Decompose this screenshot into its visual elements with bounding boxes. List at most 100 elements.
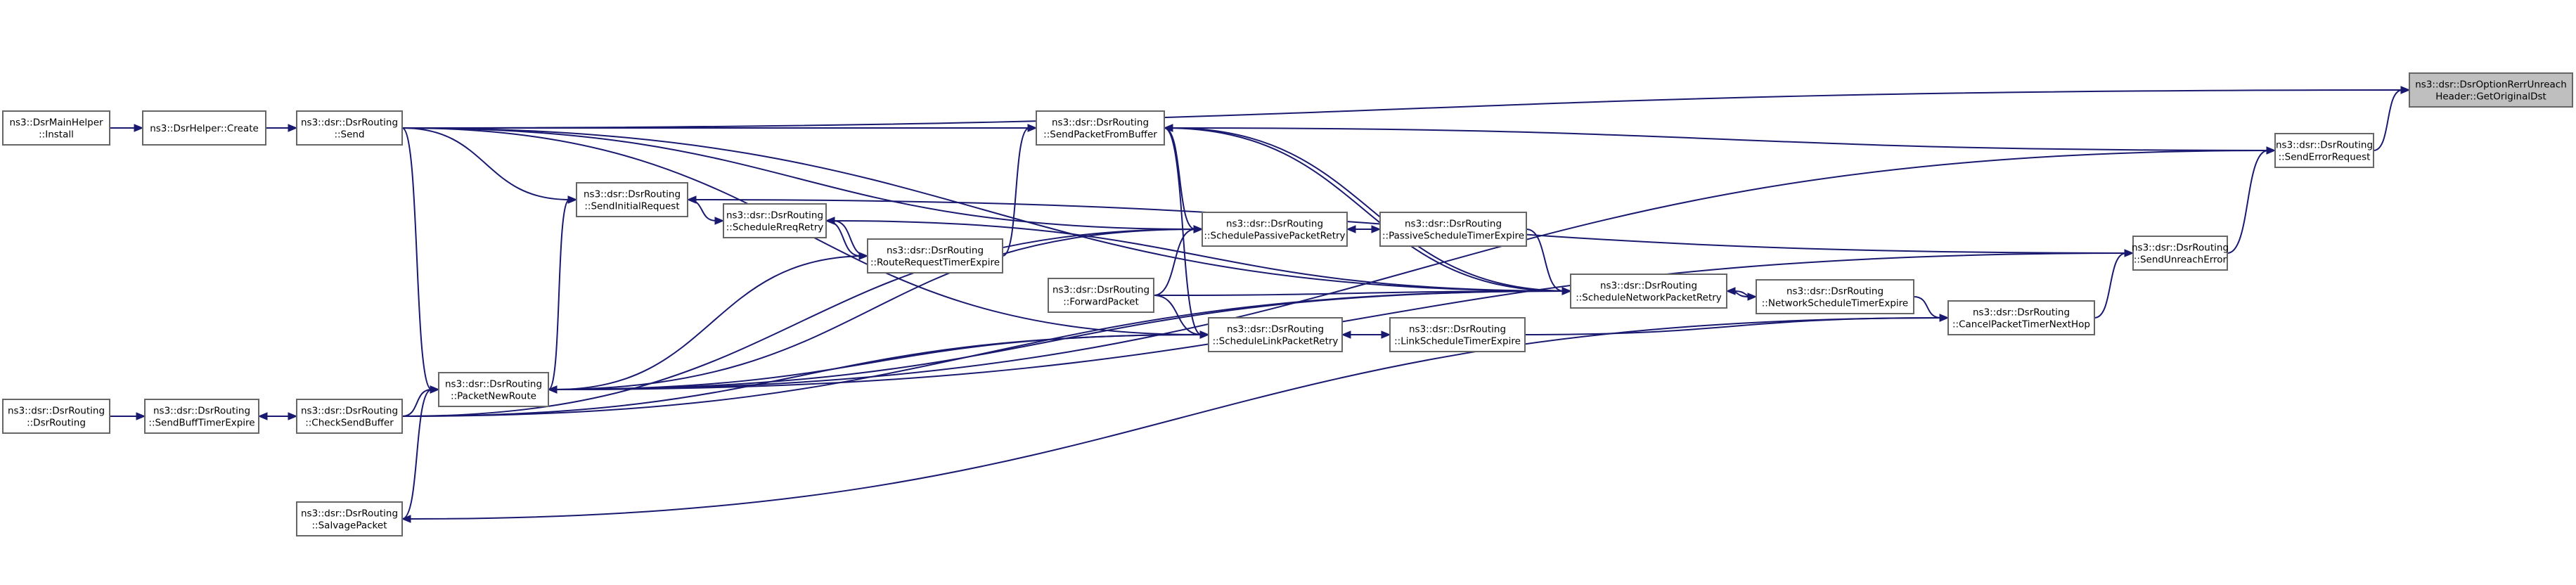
node-sendbufftimerexpire[interactable]: ns3::dsr::DsrRouting::SendBuffTimerExpir… <box>144 399 259 434</box>
edge-line <box>555 150 2276 390</box>
edge-checksendbuffer-to-schedulepassivepacketretry <box>401 225 1204 417</box>
node-box <box>1756 279 1914 314</box>
node-schedulenetworkpacketretry[interactable]: ns3::dsr::DsrRouting::ScheduleNetworkPac… <box>1570 274 1727 309</box>
node-packetnewroute[interactable]: ns3::dsr::DsrRouting::PacketNewRoute <box>438 372 549 407</box>
edge-arrowhead <box>714 217 725 225</box>
edge-line <box>1002 127 1030 257</box>
edge-line <box>1153 295 1202 335</box>
edge-cancelpackettimernexthop-to-salvagepacket <box>401 317 1949 523</box>
node-linkscheduletimerexpire[interactable]: ns3::dsr::DsrRouting::LinkScheduleTimerE… <box>1389 317 1526 352</box>
edge-checksendbuffer-to-schedulelinkpacketretry <box>401 330 1210 417</box>
node-passivescheduletimerexpire[interactable]: ns3::dsr::DsrRouting::PassiveScheduleTim… <box>1379 212 1527 247</box>
node-label-line: ::PassiveScheduleTimerExpire <box>1382 231 1524 242</box>
node-cancelpackettimernexthop[interactable]: ns3::dsr::DsrRouting::CancelPacketTimerN… <box>1947 300 2095 335</box>
node-box <box>2 110 110 146</box>
node-salvagepacket[interactable]: ns3::dsr::DsrRouting::SalvagePacket <box>296 501 403 536</box>
edge-line <box>401 127 1564 292</box>
nodes-layer: ns3::dsr::DsrOptionRerrUnreachHeader::Ge… <box>2 72 2573 536</box>
node-schedulereqretry[interactable]: ns3::dsr::DsrRouting::ScheduleRreqRetry <box>723 203 827 238</box>
node-networkscheduletimerexpire[interactable]: ns3::dsr::DsrRouting::NetworkScheduleTim… <box>1756 279 1914 314</box>
node-getoriginaldst[interactable]: ns3::dsr::DsrOptionRerrUnreachHeader::Ge… <box>2409 72 2573 108</box>
edge-linkscheduletimerexpire-to-cancelpackettimernexthop <box>1524 314 1950 335</box>
edge-send-to-sendpacketfrombuffer <box>402 124 1038 132</box>
edge-dsrmainhelperinstall-to-dsrhelpercreate <box>110 124 144 132</box>
edge-passivescheduletimerexpire-to-schedulenetworkpacketretry <box>1526 229 1572 295</box>
node-label-line: ns3::dsr::DsrRouting <box>301 406 398 417</box>
node-checksendbuffer[interactable]: ns3::dsr::DsrRouting::CheckSendBuffer <box>296 399 403 434</box>
node-label-line: ns3::DsrMainHelper <box>9 117 103 129</box>
edge-schedulenetworkpacketretry-to-sendpacketfrombuffer <box>1163 124 1571 292</box>
node-send[interactable]: ns3::dsr::DsrRouting::Send <box>296 110 403 146</box>
node-label-line: Header::GetOriginalDst <box>2435 91 2546 103</box>
node-label-line: ns3::dsr::DsrRouting <box>445 379 542 390</box>
node-box <box>1048 278 1154 313</box>
edge-line <box>401 334 1202 417</box>
edge-routerequesttimerexpire-to-sendpacketfrombuffer <box>1002 124 1038 257</box>
node-box <box>1202 212 1348 247</box>
node-label-line: ns3::dsr::DsrRouting <box>1226 219 1323 230</box>
edge-line <box>1153 229 1196 296</box>
edge-arrowhead <box>1346 225 1356 233</box>
edge-line <box>687 199 717 221</box>
edge-line <box>1171 127 1571 292</box>
node-label-line: ::SendInitialRequest <box>584 201 679 212</box>
edge-salvagepacket-to-packetnewroute <box>401 385 440 520</box>
node-schedulepassivepacketretry[interactable]: ns3::dsr::DsrRouting::SchedulePassivePac… <box>1202 212 1348 247</box>
node-schedulelinkpacketretry[interactable]: ns3::dsr::DsrRouting::ScheduleLinkPacket… <box>1208 317 1343 352</box>
edge-dsrhelpercreate-to-send <box>266 124 298 132</box>
node-label-line: ns3::dsr::DsrRouting <box>301 117 398 129</box>
edge-line <box>401 127 1196 230</box>
edge-send-to-packetnewroute <box>401 127 440 394</box>
edge-senderrorrequest-to-getoriginaldst <box>2373 86 2411 151</box>
node-senderrorrequest[interactable]: ns3::dsr::DsrRouting::SendErrorRequest <box>2274 133 2374 168</box>
edge-line <box>1913 296 1942 319</box>
edge-line <box>1524 317 1942 335</box>
node-label-line: ::ScheduleNetworkPacketRetry <box>1576 292 1722 304</box>
node-label-line: ::SendErrorRequest <box>2279 152 2371 163</box>
node-sendpacketfrombuffer[interactable]: ns3::dsr::DsrRouting::SendPacketFromBuff… <box>1036 110 1165 146</box>
node-box <box>296 110 403 146</box>
node-forwardpacket[interactable]: ns3::dsr::DsrRouting::ForwardPacket <box>1048 278 1154 313</box>
edge-schedulenetworkpacketretry-to-schedulereqretry <box>825 217 1571 292</box>
edge-line <box>1526 229 1564 292</box>
node-box <box>1036 110 1165 146</box>
node-label-line: ns3::dsr::DsrRouting <box>1973 307 2070 319</box>
node-box <box>2409 72 2573 108</box>
edge-line <box>401 127 570 200</box>
node-sendinitialrequest[interactable]: ns3::dsr::DsrRouting::SendInitialRequest <box>576 182 688 217</box>
node-dsrrouting[interactable]: ns3::dsr::DsrRouting::DsrRouting <box>2 399 110 434</box>
node-label-line: ::ForwardPacket <box>1063 297 1139 308</box>
node-label-line: ::ScheduleLinkPacketRetry <box>1213 336 1339 347</box>
edge-linkscheduletimerexpire-to-schedulelinkpacketretry <box>1341 330 1391 339</box>
node-label-line: ::SalvagePacket <box>312 520 387 532</box>
node-box <box>2 399 110 434</box>
node-box <box>144 399 259 434</box>
edge-arrowhead <box>1341 330 1351 339</box>
node-label-line: ns3::dsr::DsrRouting <box>1405 219 1502 230</box>
node-label-line: ::ScheduleRreqRetry <box>726 222 824 233</box>
edge-line <box>832 220 1571 292</box>
node-dsrmainhelperinstall[interactable]: ns3::DsrMainHelper::Install <box>2 110 110 146</box>
edge-arrowhead <box>1027 124 1038 132</box>
edge-sendunreacherror-to-senderrorrequest <box>2227 146 2276 254</box>
edge-line <box>408 317 1949 520</box>
node-box <box>1570 274 1727 309</box>
node-sendunreacherror[interactable]: ns3::dsr::DsrRouting::SendUnreachError <box>2132 236 2229 271</box>
edge-line <box>401 89 2403 129</box>
edge-line <box>401 389 432 417</box>
node-label-line: ns3::dsr::DsrRouting <box>1052 285 1149 296</box>
edge-line <box>1164 127 1564 292</box>
edge-line <box>2094 252 2127 319</box>
edge-arrowhead <box>288 124 298 132</box>
node-box <box>296 399 403 434</box>
node-routerequesttimerexpire[interactable]: ns3::dsr::DsrRouting::RouteRequestTimerE… <box>867 238 1003 274</box>
edge-line <box>548 229 1196 390</box>
node-dsrhelpercreate[interactable]: ns3::DsrHelper::Create <box>142 110 266 146</box>
node-box <box>142 110 266 146</box>
node-label-line: ::SendUnreachError <box>2134 255 2227 266</box>
node-label-line: ns3::dsr::DsrRouting <box>301 508 398 520</box>
node-label-line: ns3::dsr::DsrRouting <box>726 210 823 221</box>
edge-line <box>1164 127 1196 230</box>
edge-sendinitialrequest-to-schedulereqretry <box>687 199 725 225</box>
node-box <box>1208 317 1343 352</box>
